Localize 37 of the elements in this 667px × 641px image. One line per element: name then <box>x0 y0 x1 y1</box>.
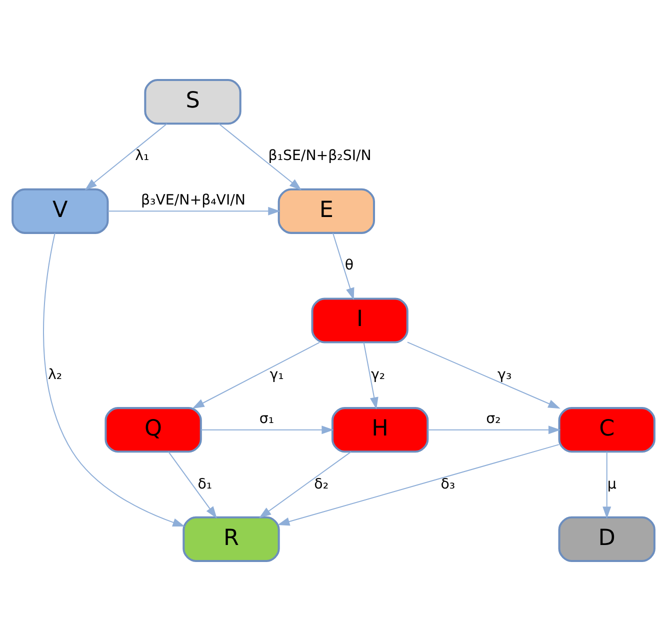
arrow <box>332 232 354 300</box>
node-box: R <box>182 516 280 562</box>
edge-label: δ₂ <box>314 476 329 492</box>
edge-label: δ₃ <box>440 476 456 492</box>
edge-label: θ <box>344 258 354 274</box>
arrow <box>84 123 168 190</box>
arrow <box>168 452 217 519</box>
arrow <box>43 232 185 527</box>
node-box: V <box>12 188 109 234</box>
arrow <box>407 342 560 409</box>
edge-label: μ <box>607 476 616 492</box>
node-box: I <box>311 298 408 344</box>
edge-label: γ₁ <box>270 366 284 383</box>
node-box: E <box>278 188 375 234</box>
edge-label: λ₁ <box>135 148 150 164</box>
edge-label: σ₂ <box>486 410 501 427</box>
arrow <box>218 123 302 190</box>
edge-label: β₁SE/N+β₂SI/N <box>268 148 372 164</box>
edge-label: σ₁ <box>259 410 274 427</box>
edge-label: β₃VE/N+β₄VI/N <box>141 192 246 208</box>
edge-label: λ₂ <box>48 366 62 383</box>
edge-label: δ₁ <box>198 476 212 492</box>
arrow <box>258 451 352 518</box>
node-box: H <box>331 407 429 453</box>
node-box: D <box>558 516 656 562</box>
arrow <box>108 206 280 216</box>
arrow <box>602 452 612 519</box>
arrow <box>428 426 561 434</box>
node-box: C <box>558 407 656 453</box>
edge-label: γ₃ <box>498 366 512 383</box>
arrow <box>277 444 560 526</box>
arrow <box>363 342 378 410</box>
arrow <box>201 426 334 434</box>
edge-label: γ₂ <box>371 366 386 383</box>
node-box: S <box>144 79 242 125</box>
node-box: Q <box>104 407 202 453</box>
arrow <box>192 342 320 409</box>
